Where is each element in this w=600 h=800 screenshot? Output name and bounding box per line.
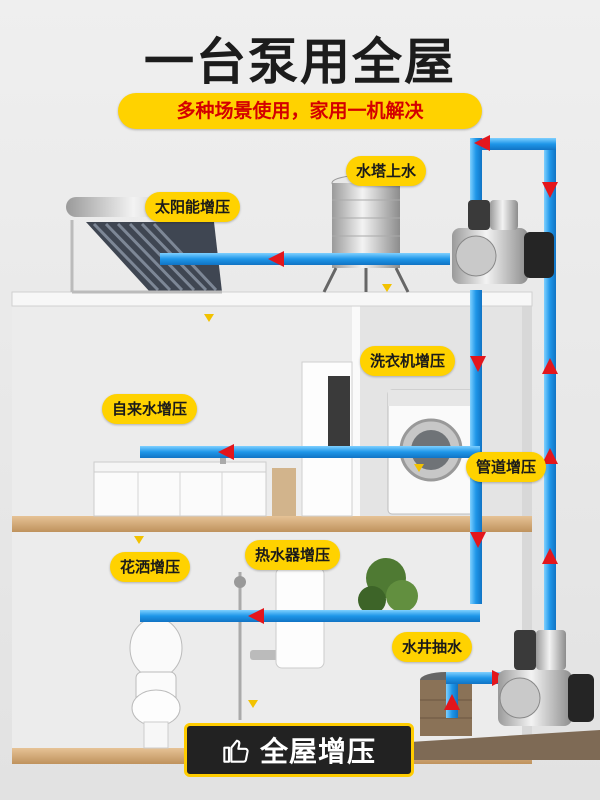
- marker-triangles: [134, 284, 424, 708]
- thumbs-up-icon: [223, 739, 249, 763]
- pump-top: [452, 200, 554, 284]
- roof-slab: [11, 291, 533, 307]
- pump-bottom: [498, 630, 594, 726]
- badge-label: 全屋增压: [259, 735, 376, 768]
- flow-arrows: [218, 135, 558, 710]
- label-tap: 自来水增压: [102, 394, 198, 424]
- bathroom: [129, 567, 325, 749]
- label-shower: 花洒增压: [110, 552, 191, 582]
- subtitle-banner: 多种场景使用，家用一机解决: [118, 93, 482, 129]
- refrigerator: [301, 361, 353, 517]
- whole-house-badge: 全屋增压: [184, 723, 414, 777]
- label-well: 水井抽水: [392, 632, 473, 662]
- label-solar: 太阳能增压: [145, 192, 241, 222]
- label-washer: 洗衣机增压: [360, 346, 456, 376]
- wall-divider: [352, 300, 360, 520]
- label-water-tower: 水塔上水: [346, 156, 427, 186]
- kitchen: [93, 452, 296, 517]
- label-pipe: 管道增压: [466, 452, 547, 482]
- plant: [358, 558, 418, 614]
- page-title: 一台泵用全屋: [144, 33, 456, 91]
- middle-floor: [12, 516, 532, 532]
- label-heater: 热水器增压: [245, 540, 341, 570]
